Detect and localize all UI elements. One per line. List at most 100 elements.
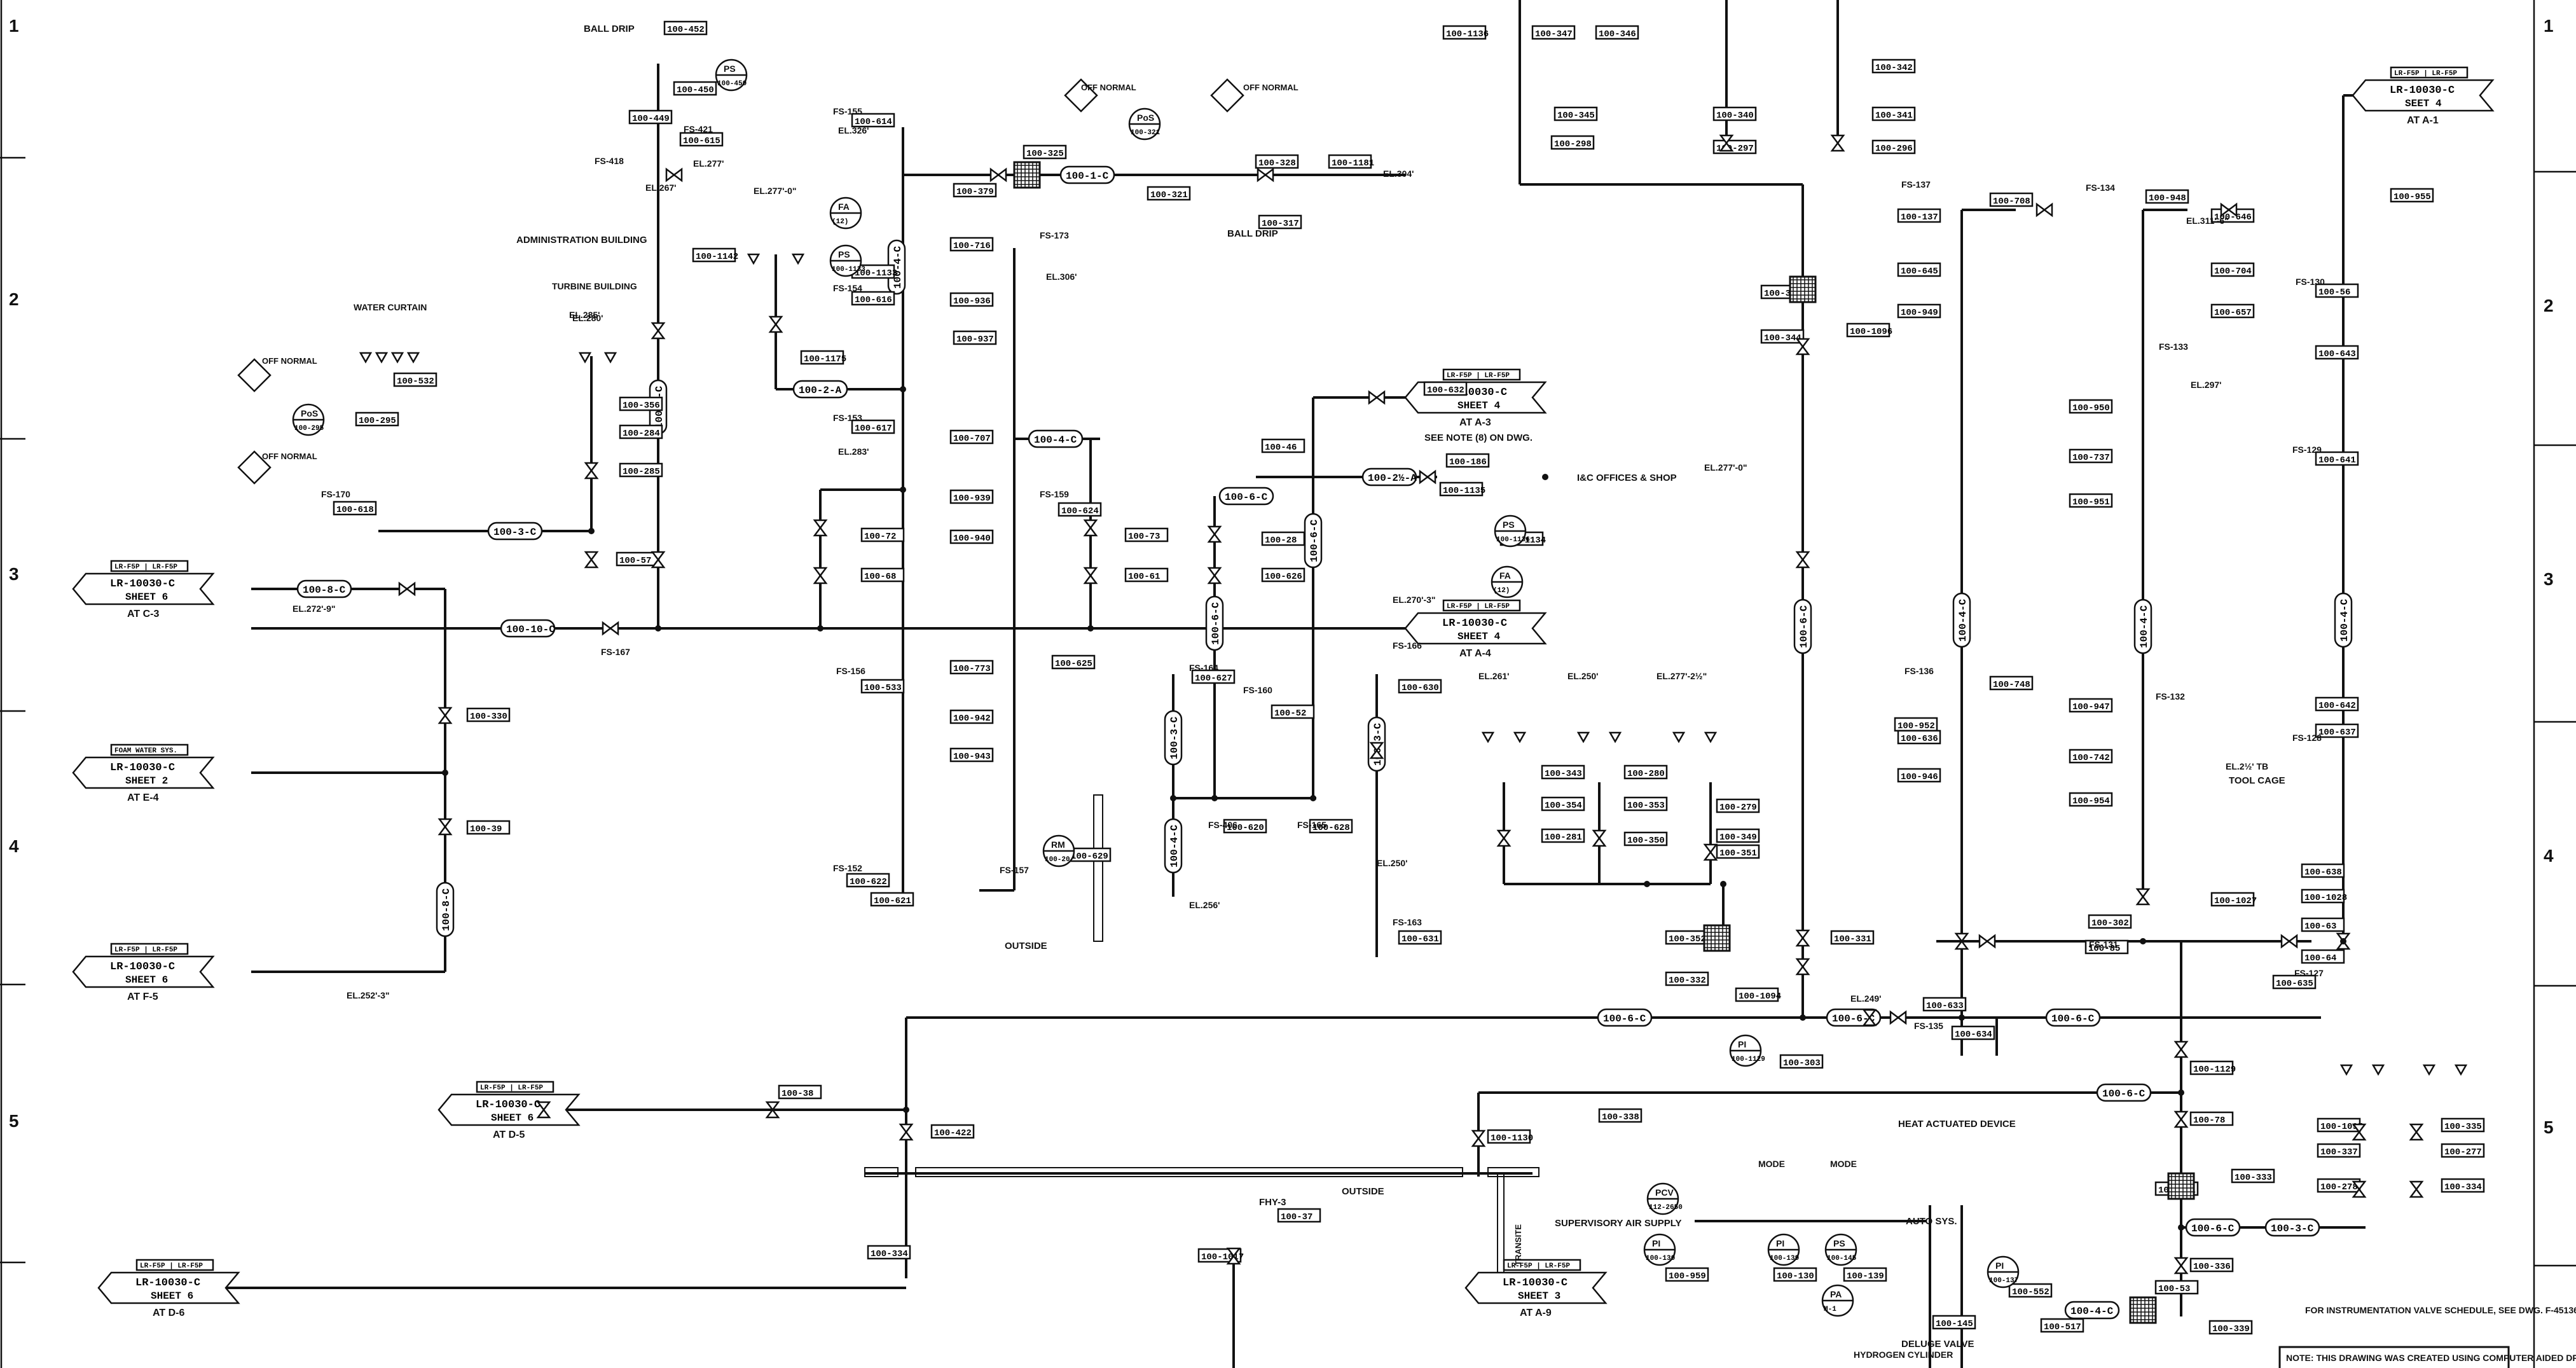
valve-tag[interactable]: 100-614 — [851, 113, 895, 128]
valve-tag[interactable]: 100-351 — [1716, 844, 1760, 859]
gate-valve-icon[interactable] — [989, 167, 1007, 183]
gate-valve-icon[interactable] — [765, 1101, 780, 1119]
valve-tag[interactable]: 100-285 — [619, 462, 663, 478]
gate-valve-icon[interactable] — [2409, 1180, 2424, 1198]
gate-valve-icon[interactable] — [2409, 1123, 2424, 1141]
valve-tag[interactable]: 100-422 — [930, 1124, 975, 1139]
gate-valve-icon[interactable] — [584, 462, 599, 480]
valve-tag[interactable]: 100-145 — [1932, 1315, 1976, 1330]
valve-tag[interactable]: 100-622 — [846, 873, 890, 888]
valve-tag[interactable]: 100-297 — [1712, 139, 1757, 155]
valve-tag[interactable]: 100-356 — [619, 396, 663, 411]
valve-tag[interactable]: 100-773 — [949, 660, 994, 675]
valve-tag[interactable]: 100-632 — [1423, 381, 1468, 396]
gate-valve-icon[interactable] — [2173, 1110, 2189, 1128]
gate-valve-icon[interactable] — [1083, 567, 1098, 584]
gate-valve-icon[interactable] — [1471, 1130, 1486, 1147]
valve-tag[interactable]: 100-630 — [1398, 679, 1442, 694]
valve-tag[interactable]: 100-947 — [2069, 698, 2113, 713]
gate-valve-icon[interactable] — [2220, 202, 2238, 218]
valve-tag[interactable]: 100-345 — [1553, 106, 1598, 121]
valve-tag[interactable]: 100-57 — [616, 551, 660, 567]
valve-tag[interactable]: 100-279 — [1716, 798, 1760, 813]
valve-tag[interactable]: 100-1175 — [800, 350, 846, 365]
valve-tag[interactable]: 100-337 — [2317, 1143, 2361, 1158]
instrument-bubble[interactable]: FA(12) — [1491, 565, 1524, 598]
valve-tag[interactable]: 100-63 — [2301, 917, 2345, 932]
valve-tag[interactable]: 100-949 — [1897, 303, 1941, 319]
valve-tag[interactable]: 100-336 — [2189, 1257, 2234, 1273]
valve-tag[interactable]: 100-338 — [1598, 1108, 1643, 1123]
gate-valve-icon[interactable] — [584, 551, 599, 569]
gate-valve-icon[interactable] — [1719, 134, 1734, 152]
valve-tag[interactable]: 100-1095 — [2317, 1117, 2363, 1133]
valve-tag[interactable]: 100-1136 — [1442, 25, 1489, 40]
gate-valve-icon[interactable] — [1795, 551, 1810, 569]
valve-tag[interactable]: 100-657 — [2210, 303, 2255, 319]
valve-tag[interactable]: 100-943 — [949, 747, 994, 763]
valve-tag[interactable]: 100-633 — [1922, 997, 1967, 1012]
valve-tag[interactable]: 100-936 — [949, 292, 994, 307]
valve-tag[interactable]: 100-643 — [2315, 345, 2359, 360]
valve-tag[interactable]: 100-330 — [466, 707, 511, 722]
valve-tag[interactable]: 100-532 — [393, 372, 437, 387]
gate-valve-icon[interactable] — [2352, 1123, 2367, 1141]
valve-tag[interactable]: 100-533 — [860, 679, 905, 694]
gate-valve-icon[interactable] — [1703, 843, 1718, 861]
valve-tag[interactable]: 100-708 — [1989, 192, 2034, 207]
valve-tag[interactable]: 100-704 — [2210, 262, 2255, 277]
valve-tag[interactable]: 100-277 — [2441, 1143, 2485, 1158]
valve-tag[interactable]: 100-1135 — [1439, 481, 1485, 497]
valve-tag[interactable]: 100-748 — [1989, 675, 2034, 691]
valve-tag[interactable]: 100-616 — [851, 291, 895, 306]
valve-tag[interactable]: 100-335 — [2441, 1117, 2485, 1133]
valve-tag[interactable]: 100-707 — [949, 429, 994, 445]
gate-valve-icon[interactable] — [1978, 934, 1996, 949]
valve-tag[interactable]: 100-631 — [1398, 930, 1442, 945]
valve-tag[interactable]: 100-53 — [2154, 1280, 2199, 1295]
gate-valve-icon[interactable] — [2173, 1040, 2189, 1058]
gate-valve-icon[interactable] — [1795, 929, 1810, 947]
valve-tag[interactable]: 100-334 — [867, 1245, 911, 1260]
valve-tag[interactable]: 100-331 — [1830, 930, 1875, 945]
valve-tag[interactable]: 100-46 — [1261, 438, 1305, 453]
valve-tag[interactable]: 100-642 — [2315, 696, 2359, 712]
valve-tag[interactable]: 100-615 — [679, 132, 724, 147]
valve-tag[interactable]: 100-627 — [1191, 669, 1236, 684]
gate-valve-icon[interactable] — [813, 567, 828, 584]
valve-tag[interactable]: 100-61 — [1124, 567, 1169, 583]
gate-valve-icon[interactable] — [2352, 1180, 2367, 1198]
valve-tag[interactable]: 100-328 — [1255, 154, 1299, 169]
valve-tag[interactable]: 100-1096 — [1846, 322, 1892, 338]
gate-valve-icon[interactable] — [899, 1123, 914, 1141]
valve-tag[interactable]: 100-942 — [949, 709, 994, 724]
valve-tag[interactable]: 100-38 — [778, 1084, 822, 1100]
valve-tag[interactable]: 100-346 — [1595, 25, 1639, 40]
valve-tag[interactable]: 100-1129 — [2189, 1060, 2236, 1075]
gate-valve-icon[interactable] — [1207, 525, 1222, 543]
gate-valve-icon[interactable] — [1862, 1009, 1877, 1026]
valve-tag[interactable]: 100-344 — [1760, 329, 1805, 344]
valve-tag[interactable]: 100-354 — [1541, 796, 1585, 812]
valve-tag[interactable]: 100-937 — [953, 330, 997, 345]
gate-valve-icon[interactable] — [536, 1101, 551, 1119]
valve-tag[interactable]: 100-284 — [619, 424, 663, 439]
valve-tag[interactable]: 100-517 — [2040, 1318, 2084, 1333]
valve-tag[interactable]: 100-954 — [2069, 792, 2113, 807]
gate-valve-icon[interactable] — [1795, 338, 1810, 356]
valve-tag[interactable]: 100-946 — [1897, 768, 1941, 783]
valve-tag[interactable]: 100-72 — [860, 527, 905, 542]
gate-valve-icon[interactable] — [398, 581, 416, 597]
valve-tag[interactable]: 100-130 — [1773, 1267, 1817, 1282]
valve-tag[interactable]: 100-626 — [1261, 567, 1305, 583]
valve-tag[interactable]: 100-1094 — [1735, 987, 1781, 1002]
valve-tag[interactable]: 100-618 — [333, 501, 377, 516]
